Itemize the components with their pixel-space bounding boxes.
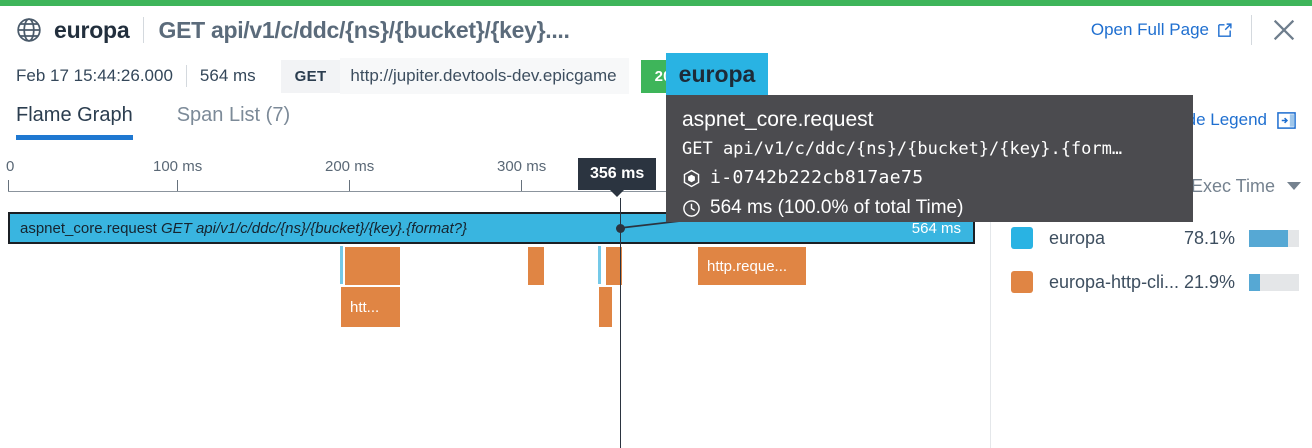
tooltip-service-badge: europa (666, 53, 768, 95)
legend-exec-bar (1249, 229, 1299, 247)
close-icon[interactable] (1270, 16, 1298, 44)
top-accent-bar (0, 0, 1312, 6)
legend-exec-pct: 78.1% (1183, 227, 1235, 248)
span-rail (340, 246, 343, 284)
flame-span-grandchild-label: htt... (350, 298, 380, 316)
span-rail (598, 246, 601, 284)
legend-exec-bar (1249, 273, 1299, 291)
axis-tick-label-100: 100 ms (153, 158, 203, 175)
time-axis: 0 100 ms 200 ms 300 ms (0, 150, 990, 198)
page-title-resource: GET api/v1/c/ddc/{ns}/{bucket}/{key}.... (158, 16, 570, 43)
flame-span-child-label: http.reque... (707, 257, 788, 275)
axis-tick-300 (521, 180, 522, 191)
flame-span-root-operation: aspnet_core.request (20, 219, 157, 237)
axis-tick-100 (177, 180, 178, 191)
flame-span-root-duration: 564 ms (911, 219, 961, 237)
axis-tick-200 (349, 180, 350, 191)
tooltip-resource: GET api/v1/c/ddc/{ns}/{bucket}/{key}.{fo… (682, 139, 1123, 159)
open-full-page-link[interactable]: Open Full Page (1091, 20, 1233, 40)
trace-header: europa GET api/v1/c/ddc/{ns}/{bucket}/{k… (0, 6, 1312, 54)
clock-icon (682, 199, 701, 218)
legend-color-swatch (1011, 227, 1033, 249)
flame-span-grandchild[interactable] (598, 286, 613, 328)
hide-legend-label: Hide Legend (1170, 110, 1267, 129)
trace-duration: 564 ms (199, 66, 256, 85)
hide-legend-button[interactable]: Hide Legend (1171, 110, 1296, 130)
legend-service-name: europa-http-cli... (1049, 271, 1180, 292)
request-url: http://jupiter.devtools-dev.epicgame (340, 58, 629, 94)
page-title-service: europa (54, 16, 130, 43)
axis-tick-label-200: 200 ms (325, 158, 375, 175)
legend-service-name: europa (1049, 227, 1106, 248)
trace-timestamp: Feb 17 15:44:26.000 (16, 66, 173, 85)
flame-span-grandchild-http[interactable]: htt... (340, 286, 401, 328)
chevron-down-icon (1287, 182, 1301, 190)
legend-column-exec-time-label: % Exec Time (1169, 175, 1275, 196)
tooltip-duration-line: 564 ms (100.0% of total Time) (666, 193, 1193, 223)
tooltip-host: i-0742b222cb817ae75 (710, 167, 924, 188)
tab-flame-graph[interactable]: Flame Graph (16, 100, 133, 140)
flame-span-child-http-request[interactable]: http.reque... (697, 246, 807, 286)
hover-anchor-dot (616, 224, 625, 233)
axis-baseline (8, 191, 982, 192)
external-link-icon (1216, 22, 1233, 39)
tooltip-service-badge-label: europa (678, 60, 756, 87)
meta-divider (185, 65, 187, 87)
tooltip-duration: 564 ms (100.0% of total Time) (710, 197, 964, 218)
hover-time-badge: 356 ms (578, 158, 657, 197)
host-icon (682, 169, 701, 188)
legend-color-swatch (1011, 271, 1033, 293)
tooltip-operation: aspnet_core.request (682, 108, 874, 131)
span-tooltip: aspnet_core.request GET api/v1/c/ddc/{ns… (666, 95, 1193, 222)
open-full-page-label: Open Full Page (1090, 20, 1209, 39)
axis-tick-label-300: 300 ms (497, 158, 547, 175)
tab-span-list[interactable]: Span List (7) (176, 104, 291, 126)
legend-row-europa[interactable]: europa 78.1% (991, 220, 1312, 256)
globe-icon (16, 17, 42, 43)
header-divider (143, 17, 145, 43)
flame-span-root-label: aspnet_core.request GET api/v1/c/ddc/{ns… (10, 220, 467, 237)
flame-span-child[interactable] (527, 246, 545, 286)
legend-column-exec-time[interactable]: % Exec Time (1170, 176, 1301, 197)
http-method-badge: GET (280, 59, 341, 93)
legend-exec-pct: 21.9% (1183, 271, 1235, 292)
legend-row-europa-http-client[interactable]: europa-http-cli... 21.9% (991, 264, 1312, 300)
panel-collapse-icon (1277, 111, 1296, 130)
hover-time-line (620, 198, 621, 448)
flame-span-child[interactable] (605, 246, 623, 286)
header-divider-2 (1251, 15, 1252, 45)
tooltip-host-line: i-0742b222cb817ae75 (666, 163, 1193, 193)
axis-tick-label-0: 0 (6, 158, 15, 175)
trace-meta-row: Feb 17 15:44:26.000 564 ms GET http://ju… (0, 56, 1312, 96)
axis-tick-0 (8, 180, 9, 191)
flame-span-root-resource: GET api/v1/c/ddc/{ns}/{bucket}/{key}.{fo… (160, 219, 467, 237)
header-actions: Open Full Page (1091, 15, 1312, 45)
flame-span-child[interactable] (344, 246, 401, 286)
